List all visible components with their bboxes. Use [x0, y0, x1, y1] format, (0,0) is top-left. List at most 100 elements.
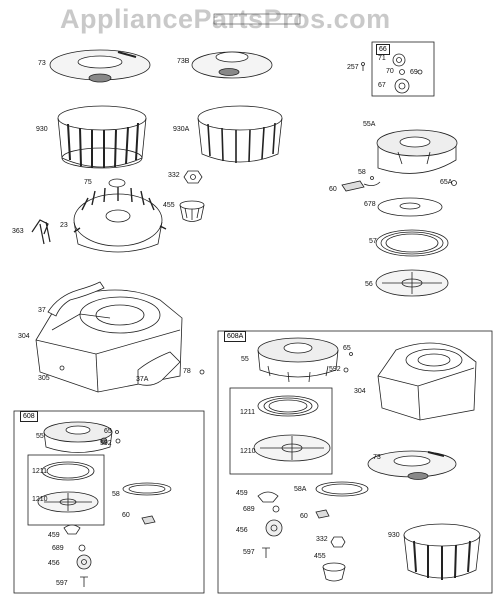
- box-608a: [217, 330, 493, 594]
- label-box-608: 608: [20, 411, 38, 422]
- label-75: 75: [84, 179, 92, 186]
- label-332: 332: [168, 172, 180, 179]
- label-78: 78: [183, 368, 191, 375]
- flywheel-23-shape: [73, 187, 167, 253]
- label-b1-597: 597: [56, 580, 68, 587]
- label-b2-60: 60: [300, 513, 308, 520]
- label-73: 73: [38, 60, 46, 67]
- b2-screw-597-shape: [262, 547, 270, 558]
- b1-pawl-459-shape: [63, 524, 81, 535]
- label-b2-455: 455: [314, 553, 326, 560]
- b1-screw-65-shape: [115, 430, 119, 434]
- label-b2-304: 304: [354, 388, 366, 395]
- nut-65a-shape: [451, 180, 457, 186]
- label-b2-459: 459: [236, 490, 248, 497]
- screw-78-shape: [199, 369, 205, 375]
- label-b2-930: 930: [388, 532, 400, 539]
- label-305: 305: [38, 375, 50, 382]
- b1-pulley-1210-shape: [37, 491, 99, 513]
- label-b1-65: 65: [104, 428, 112, 435]
- b1-spring-689-shape: [78, 544, 86, 552]
- washer-75-shape: [108, 178, 126, 188]
- nut-332-shape: [183, 170, 203, 184]
- b1-screw-597-shape: [80, 576, 88, 587]
- label-70: 70: [386, 68, 394, 75]
- cup-455-shape: [179, 200, 205, 222]
- guide-37-shape: [47, 281, 105, 317]
- screen-930-shape: [57, 105, 147, 169]
- b2-pulley-1210-shape: [253, 434, 331, 462]
- starter-55a-shape: [376, 129, 458, 174]
- pulley-56-shape: [375, 269, 449, 297]
- label-930a: 930A: [173, 126, 190, 133]
- label-37a: 37A: [136, 376, 149, 383]
- b2-spring-689-shape: [272, 505, 280, 513]
- label-box-608a: 608A: [224, 331, 247, 342]
- label-69: 69: [410, 69, 418, 76]
- b1-inner-box: [27, 454, 105, 526]
- label-b2-332: 332: [316, 536, 328, 543]
- label-b1-1211: 1211: [32, 468, 48, 475]
- label-b1-459: 459: [48, 532, 60, 539]
- label-66: 66: [376, 44, 390, 55]
- b1-spring-1211-shape: [41, 461, 95, 481]
- b1-washer-592-shape: [115, 438, 121, 444]
- label-b1-689: 689: [52, 545, 64, 552]
- watermark: AppliancePartsPros.com: [60, 4, 391, 34]
- label-b2-58a: 58A: [294, 486, 307, 493]
- label-b2-689: 689: [243, 506, 255, 513]
- label-73b: 73B: [177, 58, 190, 65]
- washer-678-shape: [377, 197, 443, 217]
- label-57: 57: [369, 238, 377, 245]
- label-65a: 65A: [440, 179, 453, 186]
- b2-cup-455-shape: [322, 562, 346, 582]
- b2-retainer-456-shape: [265, 519, 283, 537]
- label-b2-1210: 1210: [240, 448, 256, 455]
- b1-starter-55-shape: [43, 421, 113, 453]
- label-b1-456: 456: [48, 560, 60, 567]
- label-304: 304: [18, 333, 30, 340]
- b2-rope-58a-shape: [315, 481, 369, 497]
- cover-73b-shape: [191, 51, 273, 79]
- b2-pawl-459-shape: [257, 491, 279, 503]
- spring-57-shape: [375, 229, 449, 257]
- label-56: 56: [365, 281, 373, 288]
- label-b1-1210: 1210: [32, 496, 48, 503]
- label-678: 678: [364, 201, 376, 208]
- label-930: 930: [36, 126, 48, 133]
- b1-handle-60-shape: [141, 515, 156, 525]
- label-23: 23: [60, 222, 68, 229]
- label-67: 67: [378, 82, 386, 89]
- label-b2-592: 592: [329, 366, 341, 373]
- label-b1-58: 58: [112, 491, 120, 498]
- box-608: [13, 410, 205, 594]
- header-box: [213, 13, 301, 25]
- cover-73-shape: [49, 49, 151, 83]
- label-b2-73: 73: [373, 454, 381, 461]
- b2-nut-332-shape: [330, 536, 346, 548]
- label-b1-55: 55: [36, 433, 44, 440]
- label-455: 455: [163, 202, 175, 209]
- label-b1-60: 60: [122, 512, 130, 519]
- label-71: 71: [378, 55, 386, 62]
- b2-handle-60-shape: [315, 509, 330, 519]
- label-37: 37: [38, 307, 46, 314]
- bracket-363-shape: [31, 219, 51, 245]
- b1-rope-58-shape: [122, 482, 172, 496]
- label-257: 257: [347, 64, 359, 71]
- b2-inner-box: [229, 387, 333, 475]
- label-60: 60: [329, 186, 337, 193]
- guide-37a-shape: [137, 351, 181, 386]
- screen-930a-shape: [197, 105, 283, 163]
- b2-washer-592-shape: [343, 367, 349, 373]
- label-b2-597: 597: [243, 549, 255, 556]
- screw-305-shape: [59, 365, 65, 371]
- b2-screen-930-shape: [403, 523, 481, 580]
- b2-screw-65-shape: [349, 352, 353, 356]
- box-66: [361, 41, 435, 97]
- b1-retainer-456-shape: [76, 554, 92, 570]
- label-58: 58: [358, 169, 366, 176]
- handle-58-shape: [341, 176, 381, 192]
- label-b2-65: 65: [343, 345, 351, 352]
